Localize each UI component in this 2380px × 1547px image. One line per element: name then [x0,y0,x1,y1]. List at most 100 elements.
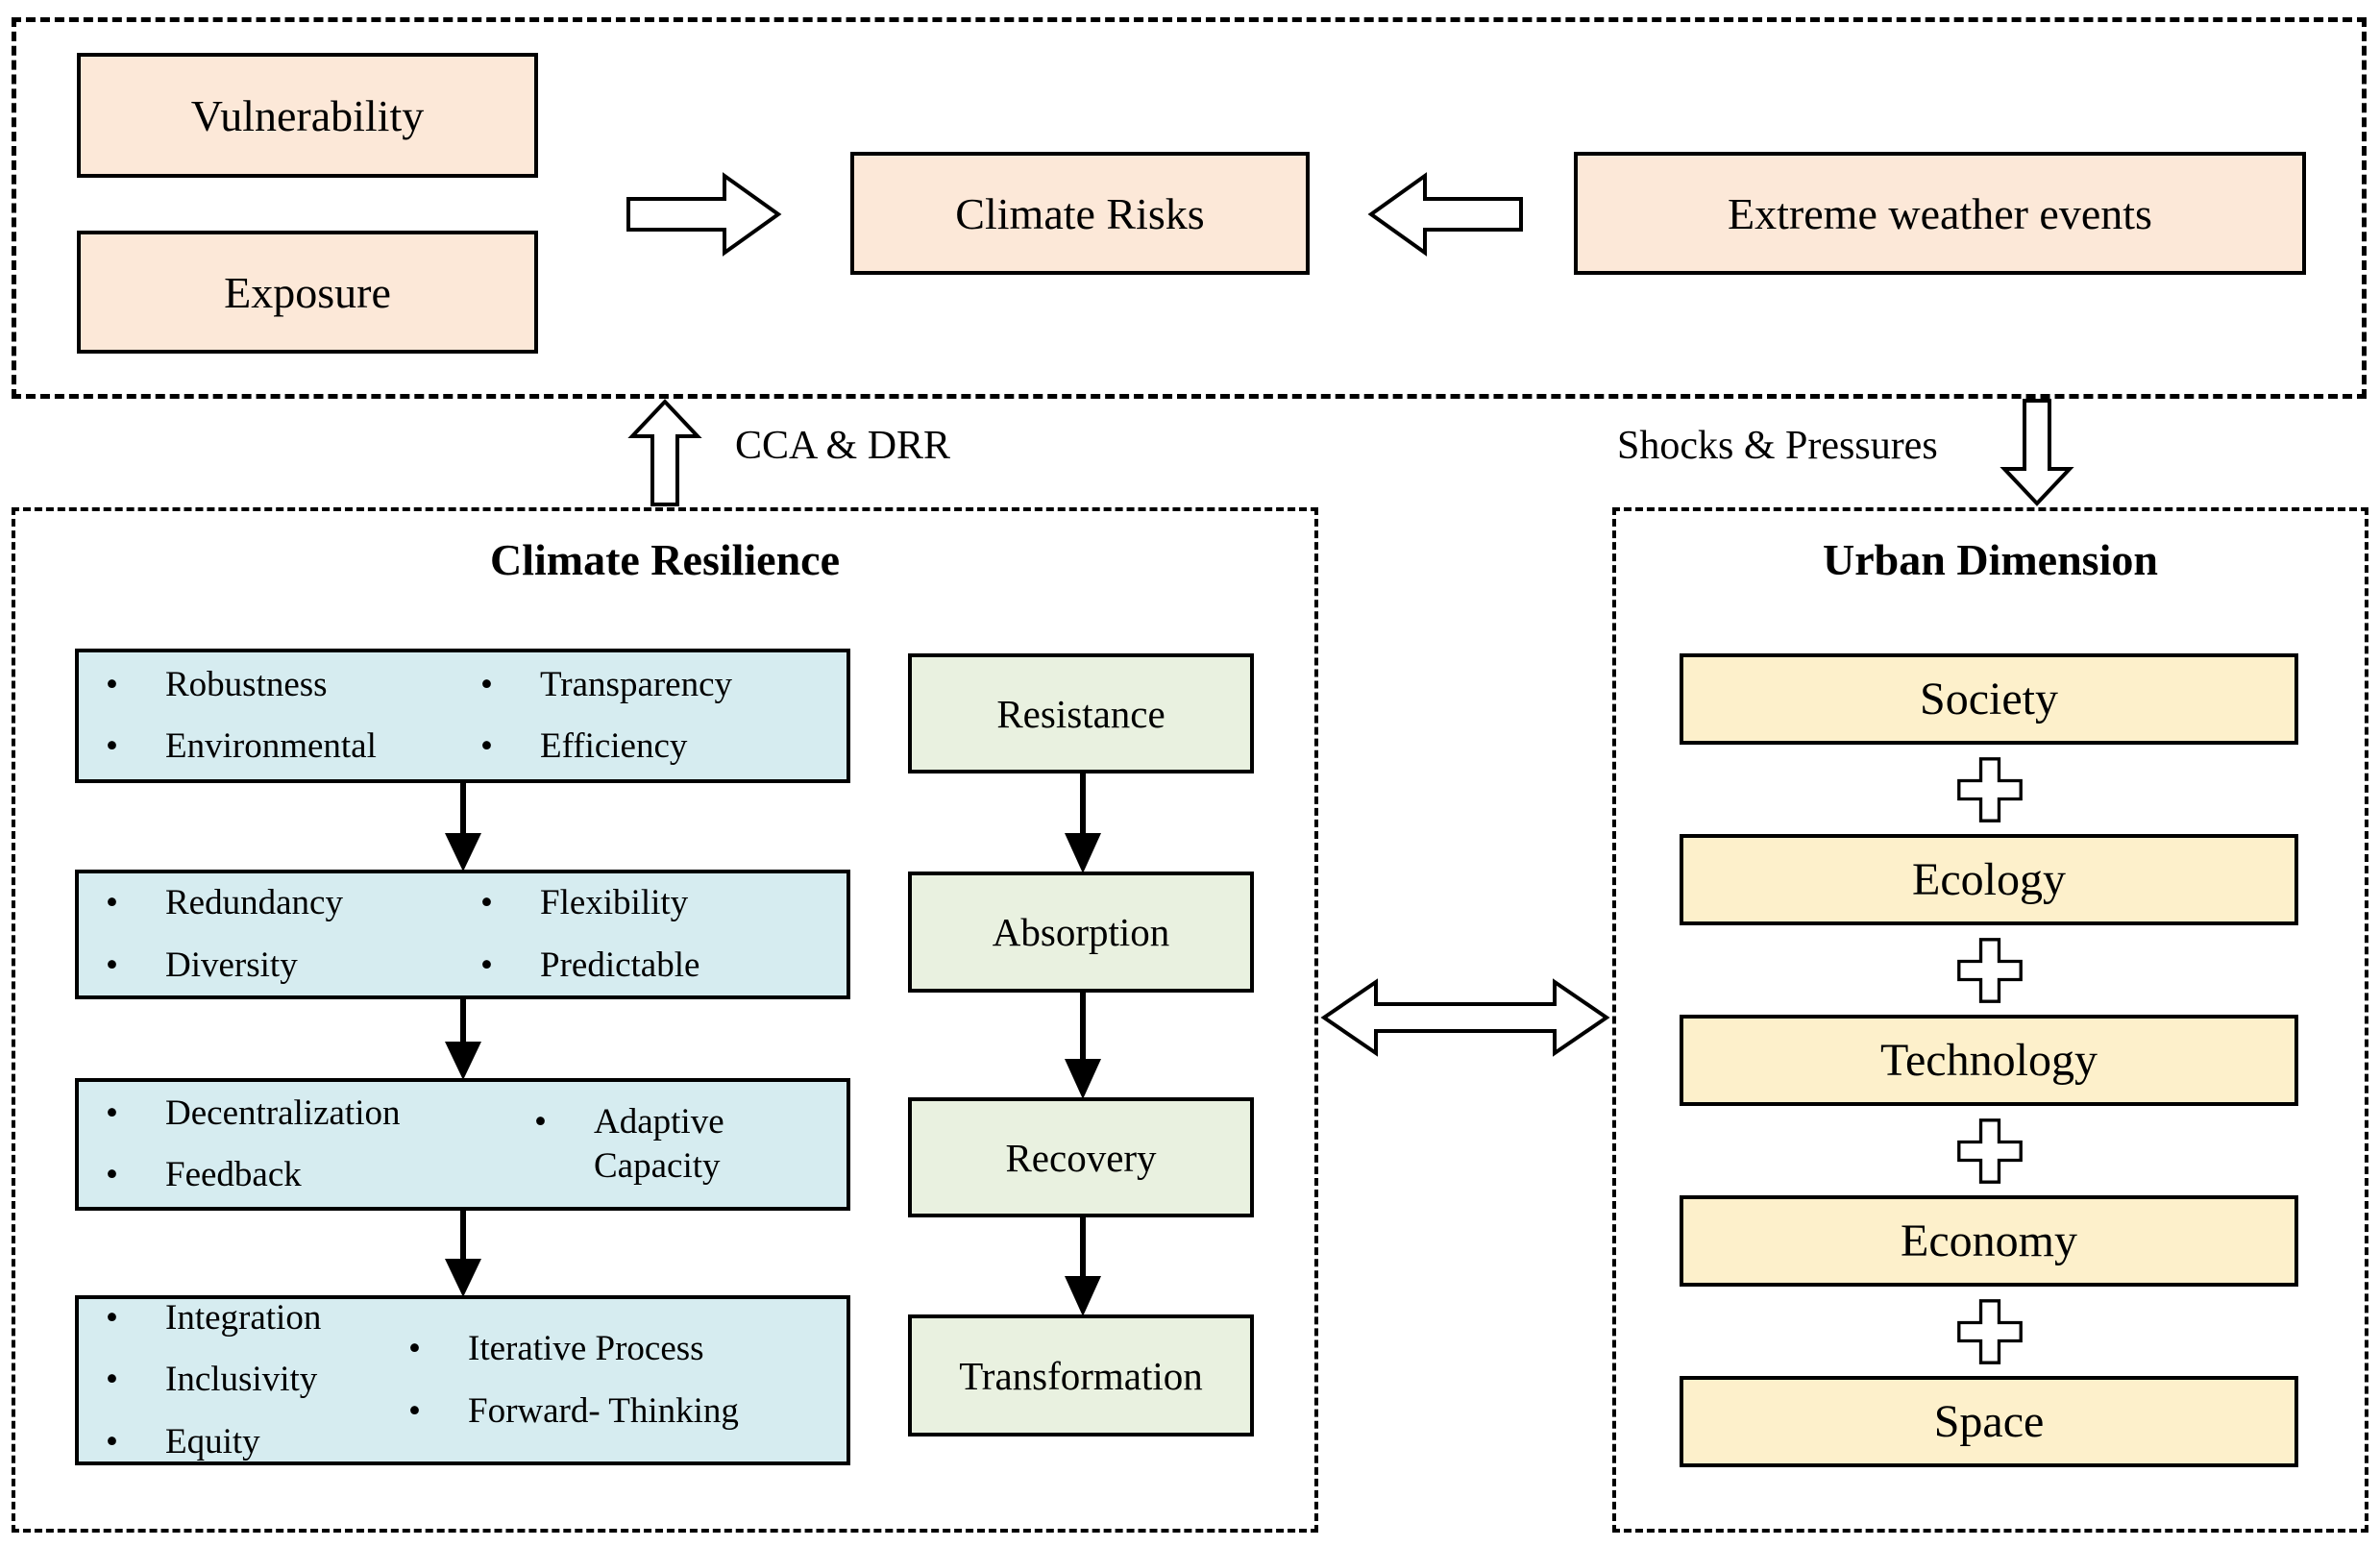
shocks-pressures-label: Shocks & Pressures [1617,424,1938,468]
stage-resistance-box: Resistance [908,653,1254,774]
cca-drr-label: CCA & DRR [735,424,951,468]
bullet-icon: • [480,945,493,985]
list-item: • Integration [106,1296,480,1340]
bullet-icon: • [106,726,118,766]
bullet-icon: • [106,1421,118,1461]
attr-label: Integration [165,1298,322,1338]
list-item: • Predictable [480,944,699,988]
flow-arrow-down-icon [442,999,484,1080]
stage-label: Transformation [959,1353,1203,1398]
attr-label: Transparency [540,664,733,704]
attribute-box-2: •Redundancy • Diversity • Flexibility • Pre… [75,870,850,999]
bullet-icon: • [106,1298,118,1338]
stage-label: Absorption [992,910,1170,954]
arrow-left-icon [1366,170,1525,258]
arrow-right-icon [625,170,783,258]
dimension-society-box: Society [1680,653,2298,745]
dimension-economy-box: Economy [1680,1195,2298,1287]
attr-label: Predictable [540,945,700,985]
bullet-icon: • [480,726,493,766]
stage-recovery-box: Recovery [908,1097,1254,1217]
attr-label: Environmental [165,726,377,766]
attr-label: Inclusivity [165,1360,318,1400]
attr-label: Efficiency [540,726,688,766]
bullet-icon: • [480,883,493,923]
vulnerability-label: Vulnerability [190,90,425,140]
attribute-box-1-col2: • Transparency • Efficiency [480,663,732,770]
attribute-box-2-col2: • Flexibility • Predictable [480,881,699,988]
bullet-icon: • [106,883,118,923]
arrow-double-horizontal-icon [1320,973,1610,1062]
attribute-box-3-col2: •Adaptive Capacity [534,1100,774,1190]
flow-arrow-down-icon [442,783,484,872]
dimension-space-box: Space [1680,1376,2298,1467]
attribute-box-1-col1: • Robustness • Environmental [106,663,480,770]
attribute-box-4: • Integration • Inclusivity • Equity •Itera… [75,1295,850,1465]
dimension-label: Space [1933,1396,2045,1447]
list-item: •Redundancy [106,881,480,925]
attribute-box-2-col1: •Redundancy • Diversity [106,881,480,988]
attr-label: Equity [165,1421,260,1461]
urban-dimension-title: Urban Dimension [1823,535,2158,584]
plus-icon [1955,1297,2024,1366]
urban-dimension-panel [1612,507,2368,1533]
list-item: • Robustness [106,663,480,707]
arrow-up-icon [621,398,709,507]
plus-icon [1955,755,2024,824]
flow-arrow-down-icon [1062,1217,1104,1316]
list-item: • Diversity [106,944,480,988]
attribute-box-4-col1: • Integration • Inclusivity • Equity [106,1296,480,1464]
climate-resilience-panel [12,507,1318,1533]
list-item: •Feedback [106,1153,480,1197]
attr-label: Flexibility [540,883,689,923]
dimension-label: Technology [1880,1035,2098,1086]
list-item: • Equity [106,1420,480,1464]
attr-label: Forward- Thinking [468,1390,739,1431]
flow-arrow-down-icon [1062,993,1104,1099]
stage-label: Resistance [996,691,1165,736]
list-item: • Transparency [480,663,732,707]
bullet-icon: • [480,664,493,704]
climate-risks-box: Climate Risks [850,152,1310,275]
attr-label: Diversity [165,945,298,985]
attribute-box-4-col2: •Iterative Process • Forward- Thinking [408,1327,739,1434]
bullet-icon: • [106,1093,118,1133]
plus-icon [1955,1117,2024,1186]
stage-absorption-box: Absorption [908,872,1254,993]
climate-risks-label: Climate Risks [955,188,1205,238]
attr-label: Decentralization [165,1093,401,1133]
extreme-weather-box: Extreme weather events [1574,152,2306,275]
bullet-icon: • [106,664,118,704]
climate-risks-panel [12,17,2367,399]
attr-label: Adaptive Capacity [594,1101,724,1186]
attr-label: Robustness [165,664,328,704]
list-item: • Decentralization [106,1092,480,1136]
stage-label: Recovery [1005,1135,1157,1180]
bullet-icon: • [408,1390,421,1431]
dimension-label: Ecology [1912,854,2066,905]
bullet-icon: • [106,945,118,985]
list-item: •Adaptive Capacity [534,1100,774,1190]
exposure-box: Exposure [77,231,538,354]
flow-arrow-down-icon [442,1211,484,1297]
climate-resilience-title: Climate Resilience [489,535,841,584]
bullet-icon: • [408,1329,421,1369]
exposure-label: Exposure [224,267,391,317]
bullet-icon: • [106,1360,118,1400]
vulnerability-box: Vulnerability [77,53,538,178]
extreme-weather-label: Extreme weather events [1728,188,2152,238]
attribute-box-3-col1: • Decentralization •Feedback [106,1092,480,1198]
dimension-label: Economy [1901,1216,2077,1266]
plus-icon [1955,936,2024,1005]
flow-arrow-down-icon [1062,774,1104,873]
list-item: • Forward- Thinking [408,1389,739,1434]
list-item: • Flexibility [480,881,699,925]
stage-transformation-box: Transformation [908,1314,1254,1436]
list-item: • Environmental [106,724,480,769]
list-item: •Iterative Process [408,1327,739,1371]
list-item: • Inclusivity [106,1358,480,1402]
attr-label: Feedback [165,1155,302,1194]
attribute-box-3: • Decentralization •Feedback •Adaptive Ca… [75,1078,850,1211]
list-item: • Efficiency [480,724,732,769]
